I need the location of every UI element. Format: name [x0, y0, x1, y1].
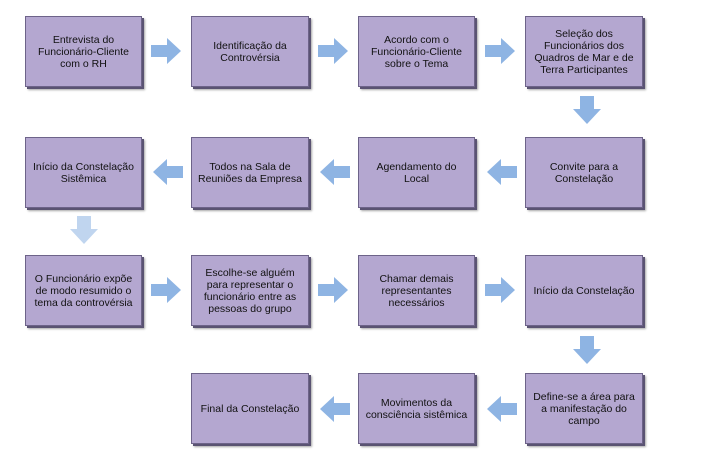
arrow-right-icon	[318, 277, 348, 303]
step-9-label: O Funcionário expõe de modo resumido o t…	[34, 272, 133, 309]
arrow-right-icon	[318, 38, 348, 64]
arrow-left-icon	[153, 159, 183, 185]
step-13-box: Define-se a área para a manifestação do …	[525, 373, 643, 444]
step-11-box: Chamar demais representantes necessários	[358, 255, 475, 326]
step-10-box: Escolhe-se alguém para representar o fun…	[191, 255, 309, 326]
step-3-box: Acordo com o Funcionário-Cliente sobre o…	[358, 16, 475, 87]
step-5-box: Convite para a Constelação	[525, 137, 643, 208]
step-14-label: Movimentos da consciência sistêmica	[365, 396, 468, 421]
arrow-left-icon	[487, 159, 517, 185]
arrow-down-icon	[70, 216, 98, 244]
step-9-box: O Funcionário expõe de modo resumido o t…	[25, 255, 142, 326]
step-3-label: Acordo com o Funcionário-Cliente sobre o…	[370, 33, 463, 70]
arrow-right-icon	[151, 277, 181, 303]
arrow-down-icon	[573, 96, 601, 124]
arrow-down-icon	[573, 336, 601, 364]
step-13-label: Define-se a área para a manifestação do …	[533, 390, 635, 427]
step-6-label: Agendamento do Local	[376, 160, 457, 185]
step-1-box: Entrevista do Funcionário-Cliente com o …	[25, 16, 142, 87]
arrow-right-icon	[485, 38, 515, 64]
arrow-left-icon	[320, 396, 350, 422]
step-2-box: Identificação da Controvérsia	[191, 16, 309, 87]
step-12-label: Início da Constelação	[533, 284, 635, 297]
step-5-label: Convite para a Constelação	[549, 160, 619, 185]
arrow-left-icon	[320, 159, 350, 185]
step-4-box: Seleção dos Funcionários dos Quadros de …	[525, 16, 643, 87]
step-8-box: Início da Constelação Sistêmica	[25, 137, 142, 208]
step-15-box: Final da Constelação	[191, 373, 309, 444]
step-15-label: Final da Constelação	[200, 402, 300, 415]
arrow-right-icon	[485, 277, 515, 303]
step-11-label: Chamar demais representantes necessários	[379, 272, 454, 309]
step-6-box: Agendamento do Local	[358, 137, 475, 208]
step-4-label: Seleção dos Funcionários dos Quadros de …	[534, 27, 634, 76]
step-7-box: Todos na Sala de Reuniões da Empresa	[191, 137, 309, 208]
step-14-box: Movimentos da consciência sistêmica	[358, 373, 475, 444]
step-1-label: Entrevista do Funcionário-Cliente com o …	[37, 33, 130, 70]
arrow-left-icon	[487, 396, 517, 422]
step-7-label: Todos na Sala de Reuniões da Empresa	[198, 160, 302, 185]
step-10-label: Escolhe-se alguém para representar o fun…	[203, 266, 297, 315]
step-2-label: Identificação da Controvérsia	[213, 39, 287, 64]
step-8-label: Início da Constelação Sistêmica	[33, 160, 134, 185]
step-12-box: Início da Constelação	[525, 255, 643, 326]
arrow-right-icon	[151, 38, 181, 64]
